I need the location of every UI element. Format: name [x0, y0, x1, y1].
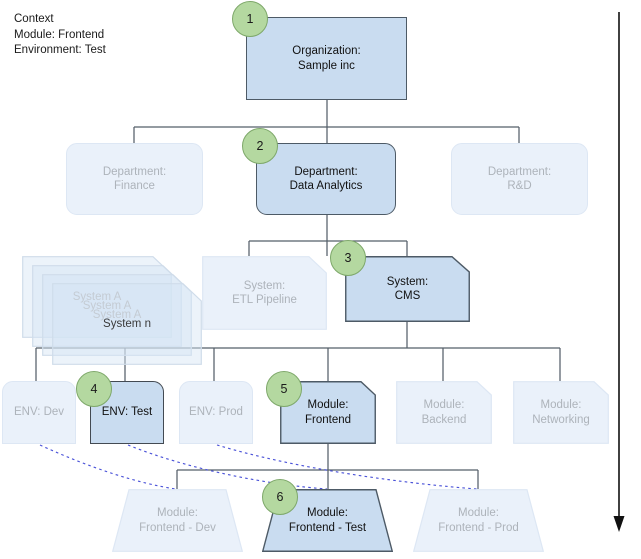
- badge-3[interactable]: 3: [330, 240, 366, 276]
- node-env-prod-label: ENV: Prod: [189, 406, 243, 419]
- node-department-rnd-line-2: R&D: [507, 180, 532, 192]
- context-line-3: Environment: Test: [14, 44, 106, 56]
- system-stack-layer-3: [42, 274, 192, 356]
- system-stack-label-3: System A: [92, 309, 142, 321]
- node-module-frontend-dev-label: Module: Frontend - Dev: [139, 506, 216, 535]
- node-frontend-prod-line-1: Module:: [458, 507, 499, 519]
- node-organization-line-1: Organization:: [292, 45, 361, 57]
- node-module-frontend[interactable]: Module: Frontend: [280, 381, 376, 444]
- node-system-etl-line-2: ETL Pipeline: [232, 294, 297, 306]
- system-stack-layer-2: [32, 265, 182, 347]
- system-etl-shape: [202, 256, 327, 330]
- node-module-frontend-label: Module: Frontend: [305, 398, 351, 427]
- node-frontend-dev-line-1: Module:: [157, 507, 198, 519]
- badge-2[interactable]: 2: [242, 128, 278, 164]
- node-module-frontend-line-2: Frontend: [304, 413, 352, 426]
- system-stack-layer-4: [52, 283, 202, 365]
- node-module-frontend-dev[interactable]: Module: Frontend - Dev: [112, 489, 243, 552]
- node-department-data-analytics[interactable]: Department: Data Analytics: [256, 143, 396, 215]
- node-department-data-analytics-line-1: Department:: [294, 165, 358, 178]
- badge-4[interactable]: 4: [76, 371, 112, 407]
- node-frontend-test-line-1: Module:: [307, 507, 348, 519]
- node-system-etl-line-1: System:: [243, 279, 286, 292]
- node-organization-label: Organization: Sample inc: [292, 44, 360, 73]
- node-module-networking-label: Module: Networking: [532, 398, 590, 427]
- system-stack-label-2: System A: [82, 300, 132, 312]
- node-module-networking-line-1: Module:: [540, 399, 582, 411]
- module-networking-shape: [513, 381, 609, 444]
- node-module-networking-line-2: Networking: [532, 413, 590, 426]
- node-department-rnd-line-1: Department:: [487, 165, 552, 178]
- node-department-finance-line-2: Finance: [114, 180, 155, 192]
- node-department-data-analytics-line-2: Data Analytics: [289, 180, 363, 192]
- node-system-cms-line-1: System:: [386, 275, 429, 288]
- node-department-finance[interactable]: Department: Finance: [66, 143, 203, 215]
- module-frontend-prod-shape: [413, 489, 544, 552]
- node-department-data-analytics-label: Department: Data Analytics: [290, 165, 363, 194]
- node-module-frontend-prod[interactable]: Module: Frontend - Prod: [413, 489, 544, 552]
- system-stack-layer-1: [22, 256, 172, 338]
- edge-env-prod-to-frontend-prod: [216, 444, 478, 490]
- context-legend: Context Module: Frontend Environment: Te…: [14, 12, 106, 59]
- node-system-stack[interactable]: System A System A System A System n: [22, 256, 202, 365]
- badge-6[interactable]: 6: [262, 479, 298, 515]
- node-module-frontend-line-1: Module:: [307, 399, 349, 411]
- downward-flow-arrow: [613, 12, 625, 532]
- node-department-finance-line-1: Department:: [102, 165, 167, 178]
- node-module-backend-label: Module: Backend: [422, 398, 467, 427]
- node-env-test-label: ENV: Test: [101, 406, 153, 419]
- context-line-2: Module: Frontend: [14, 28, 105, 41]
- node-frontend-dev-line-2: Frontend - Dev: [139, 521, 216, 534]
- system-stack-label-1: System A: [72, 291, 122, 303]
- node-department-rnd-label: Department: R&D: [488, 165, 551, 194]
- edge-env-test-to-frontend-test: [127, 444, 328, 490]
- node-module-frontend-prod-label: Module: Frontend - Prod: [438, 506, 519, 535]
- node-module-backend[interactable]: Module: Backend: [396, 381, 492, 444]
- edge-env-dev-to-frontend-dev: [39, 444, 177, 490]
- badge-5[interactable]: 5: [266, 371, 302, 407]
- node-system-cms-line-2: CMS: [394, 290, 421, 302]
- module-backend-shape: [396, 381, 492, 444]
- node-env-dev[interactable]: ENV: Dev: [2, 381, 76, 444]
- node-frontend-prod-line-2: Frontend - Prod: [438, 521, 519, 534]
- node-system-etl-pipeline-label: System: ETL Pipeline: [232, 279, 297, 308]
- context-line-1: Context: [14, 13, 54, 25]
- node-env-prod[interactable]: ENV: Prod: [179, 381, 253, 444]
- node-module-backend-line-2: Backend: [421, 413, 467, 426]
- module-frontend-shape: [280, 381, 376, 444]
- node-module-backend-line-1: Module:: [423, 399, 465, 411]
- node-system-cms-label: System: CMS: [387, 275, 429, 304]
- node-system-cms[interactable]: System: CMS: [345, 256, 470, 322]
- node-env-dev-label: ENV: Dev: [13, 406, 65, 419]
- system-stack-label-4: System n: [103, 318, 151, 330]
- node-module-networking[interactable]: Module: Networking: [513, 381, 609, 444]
- node-system-etl-pipeline[interactable]: System: ETL Pipeline: [202, 256, 327, 330]
- node-organization-line-2: Sample inc: [298, 59, 355, 72]
- module-frontend-dev-shape: [112, 489, 243, 552]
- node-frontend-test-line-2: Frontend - Test: [288, 521, 367, 534]
- node-department-rnd[interactable]: Department: R&D: [451, 143, 588, 215]
- badge-1[interactable]: 1: [232, 1, 268, 37]
- system-cms-shape: [345, 256, 470, 322]
- node-department-finance-label: Department: Finance: [103, 165, 166, 194]
- node-module-frontend-test-label: Module: Frontend - Test: [289, 506, 366, 535]
- node-organization[interactable]: Organization: Sample inc: [246, 17, 407, 100]
